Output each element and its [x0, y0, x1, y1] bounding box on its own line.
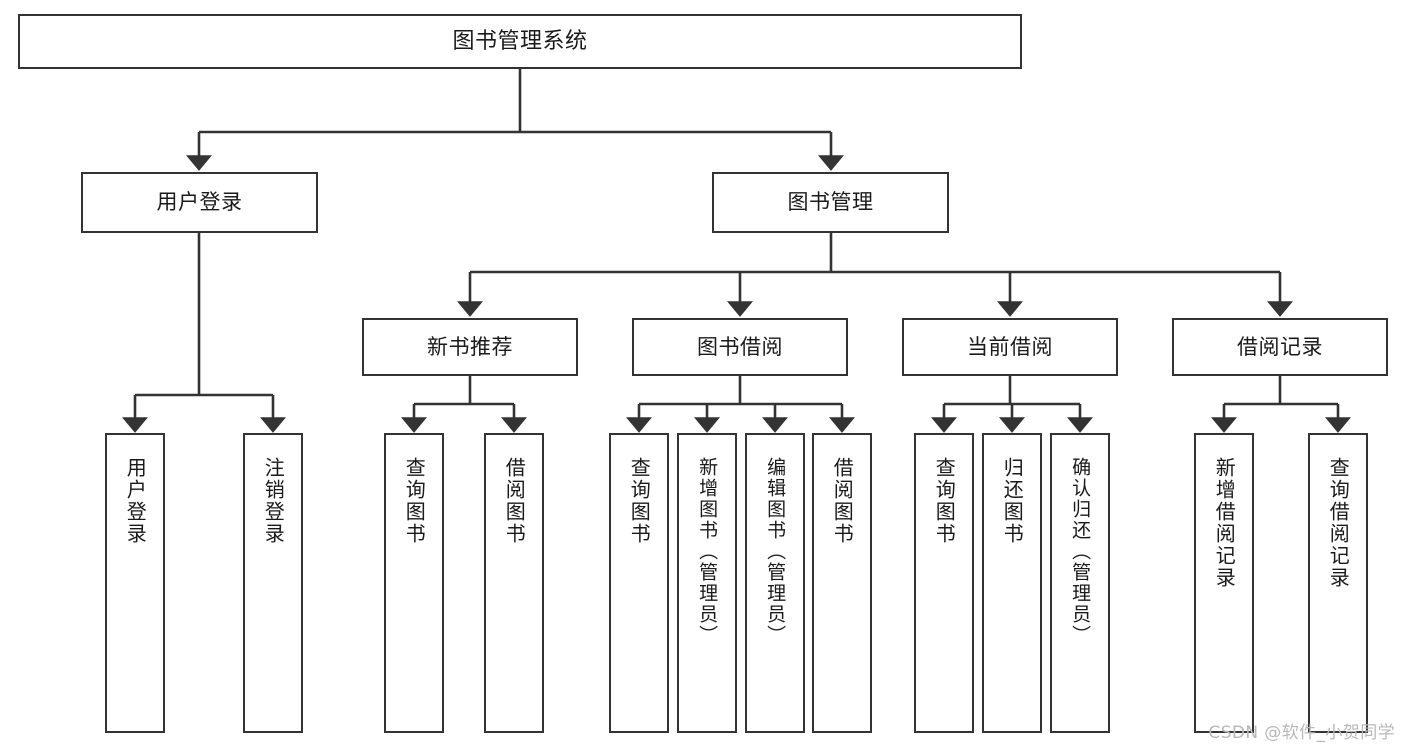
node-leaf-recommend-borrow-book[interactable]: 借阅图书	[484, 433, 544, 733]
node-label: 编辑图书（管理员）	[764, 457, 787, 646]
node-leaf-record-add[interactable]: 新增借阅记录	[1194, 433, 1254, 733]
node-leaf-current-confirm-return-admin[interactable]: 确认归还（管理员）	[1050, 433, 1110, 733]
node-leaf-recommend-query-book[interactable]: 查询图书	[384, 433, 444, 733]
node-label: 查询借阅记录	[1326, 457, 1351, 589]
node-current-borrow[interactable]: 当前借阅	[902, 318, 1118, 376]
node-leaf-borrow-do-borrow[interactable]: 借阅图书	[812, 433, 872, 733]
node-label: 图书借阅	[697, 334, 783, 359]
node-label: 注销登录	[261, 457, 286, 545]
node-borrow-record[interactable]: 借阅记录	[1172, 318, 1388, 376]
node-book-borrow[interactable]: 图书借阅	[632, 318, 848, 376]
node-label: 查询图书	[932, 457, 957, 545]
node-label: 借阅图书	[502, 457, 527, 545]
node-root-system[interactable]: 图书管理系统	[18, 14, 1022, 69]
node-leaf-current-query-book[interactable]: 查询图书	[914, 433, 974, 733]
node-label: 新增借阅记录	[1212, 457, 1237, 589]
node-label: 确认归还（管理员）	[1069, 457, 1092, 646]
node-leaf-user-login[interactable]: 用户登录	[105, 433, 165, 733]
node-label: 用户登录	[156, 190, 243, 215]
node-label: 当前借阅	[967, 334, 1053, 359]
node-leaf-borrow-query-book[interactable]: 查询图书	[609, 433, 669, 733]
node-label: 查询图书	[627, 457, 652, 545]
node-label: 图书管理系统	[452, 28, 588, 54]
node-leaf-current-return-book[interactable]: 归还图书	[982, 433, 1042, 733]
node-leaf-borrow-add-book-admin[interactable]: 新增图书（管理员）	[677, 433, 737, 733]
node-user-login[interactable]: 用户登录	[81, 172, 318, 233]
node-leaf-user-logout[interactable]: 注销登录	[243, 433, 303, 733]
node-label: 借阅图书	[830, 457, 855, 545]
node-label: 查询图书	[402, 457, 427, 545]
node-label: 新增图书（管理员）	[696, 457, 719, 646]
node-leaf-borrow-edit-book-admin[interactable]: 编辑图书（管理员）	[745, 433, 805, 733]
node-label: 用户登录	[123, 457, 148, 545]
node-leaf-record-query[interactable]: 查询借阅记录	[1308, 433, 1368, 733]
watermark-text: CSDN @软件_小贺同学	[1208, 723, 1395, 743]
node-new-book-recommend[interactable]: 新书推荐	[362, 318, 578, 376]
node-label: 新书推荐	[427, 334, 513, 359]
node-label: 图书管理	[787, 190, 874, 215]
node-label: 归还图书	[1000, 457, 1025, 545]
node-book-manage[interactable]: 图书管理	[712, 172, 949, 233]
node-label: 借阅记录	[1237, 334, 1323, 359]
